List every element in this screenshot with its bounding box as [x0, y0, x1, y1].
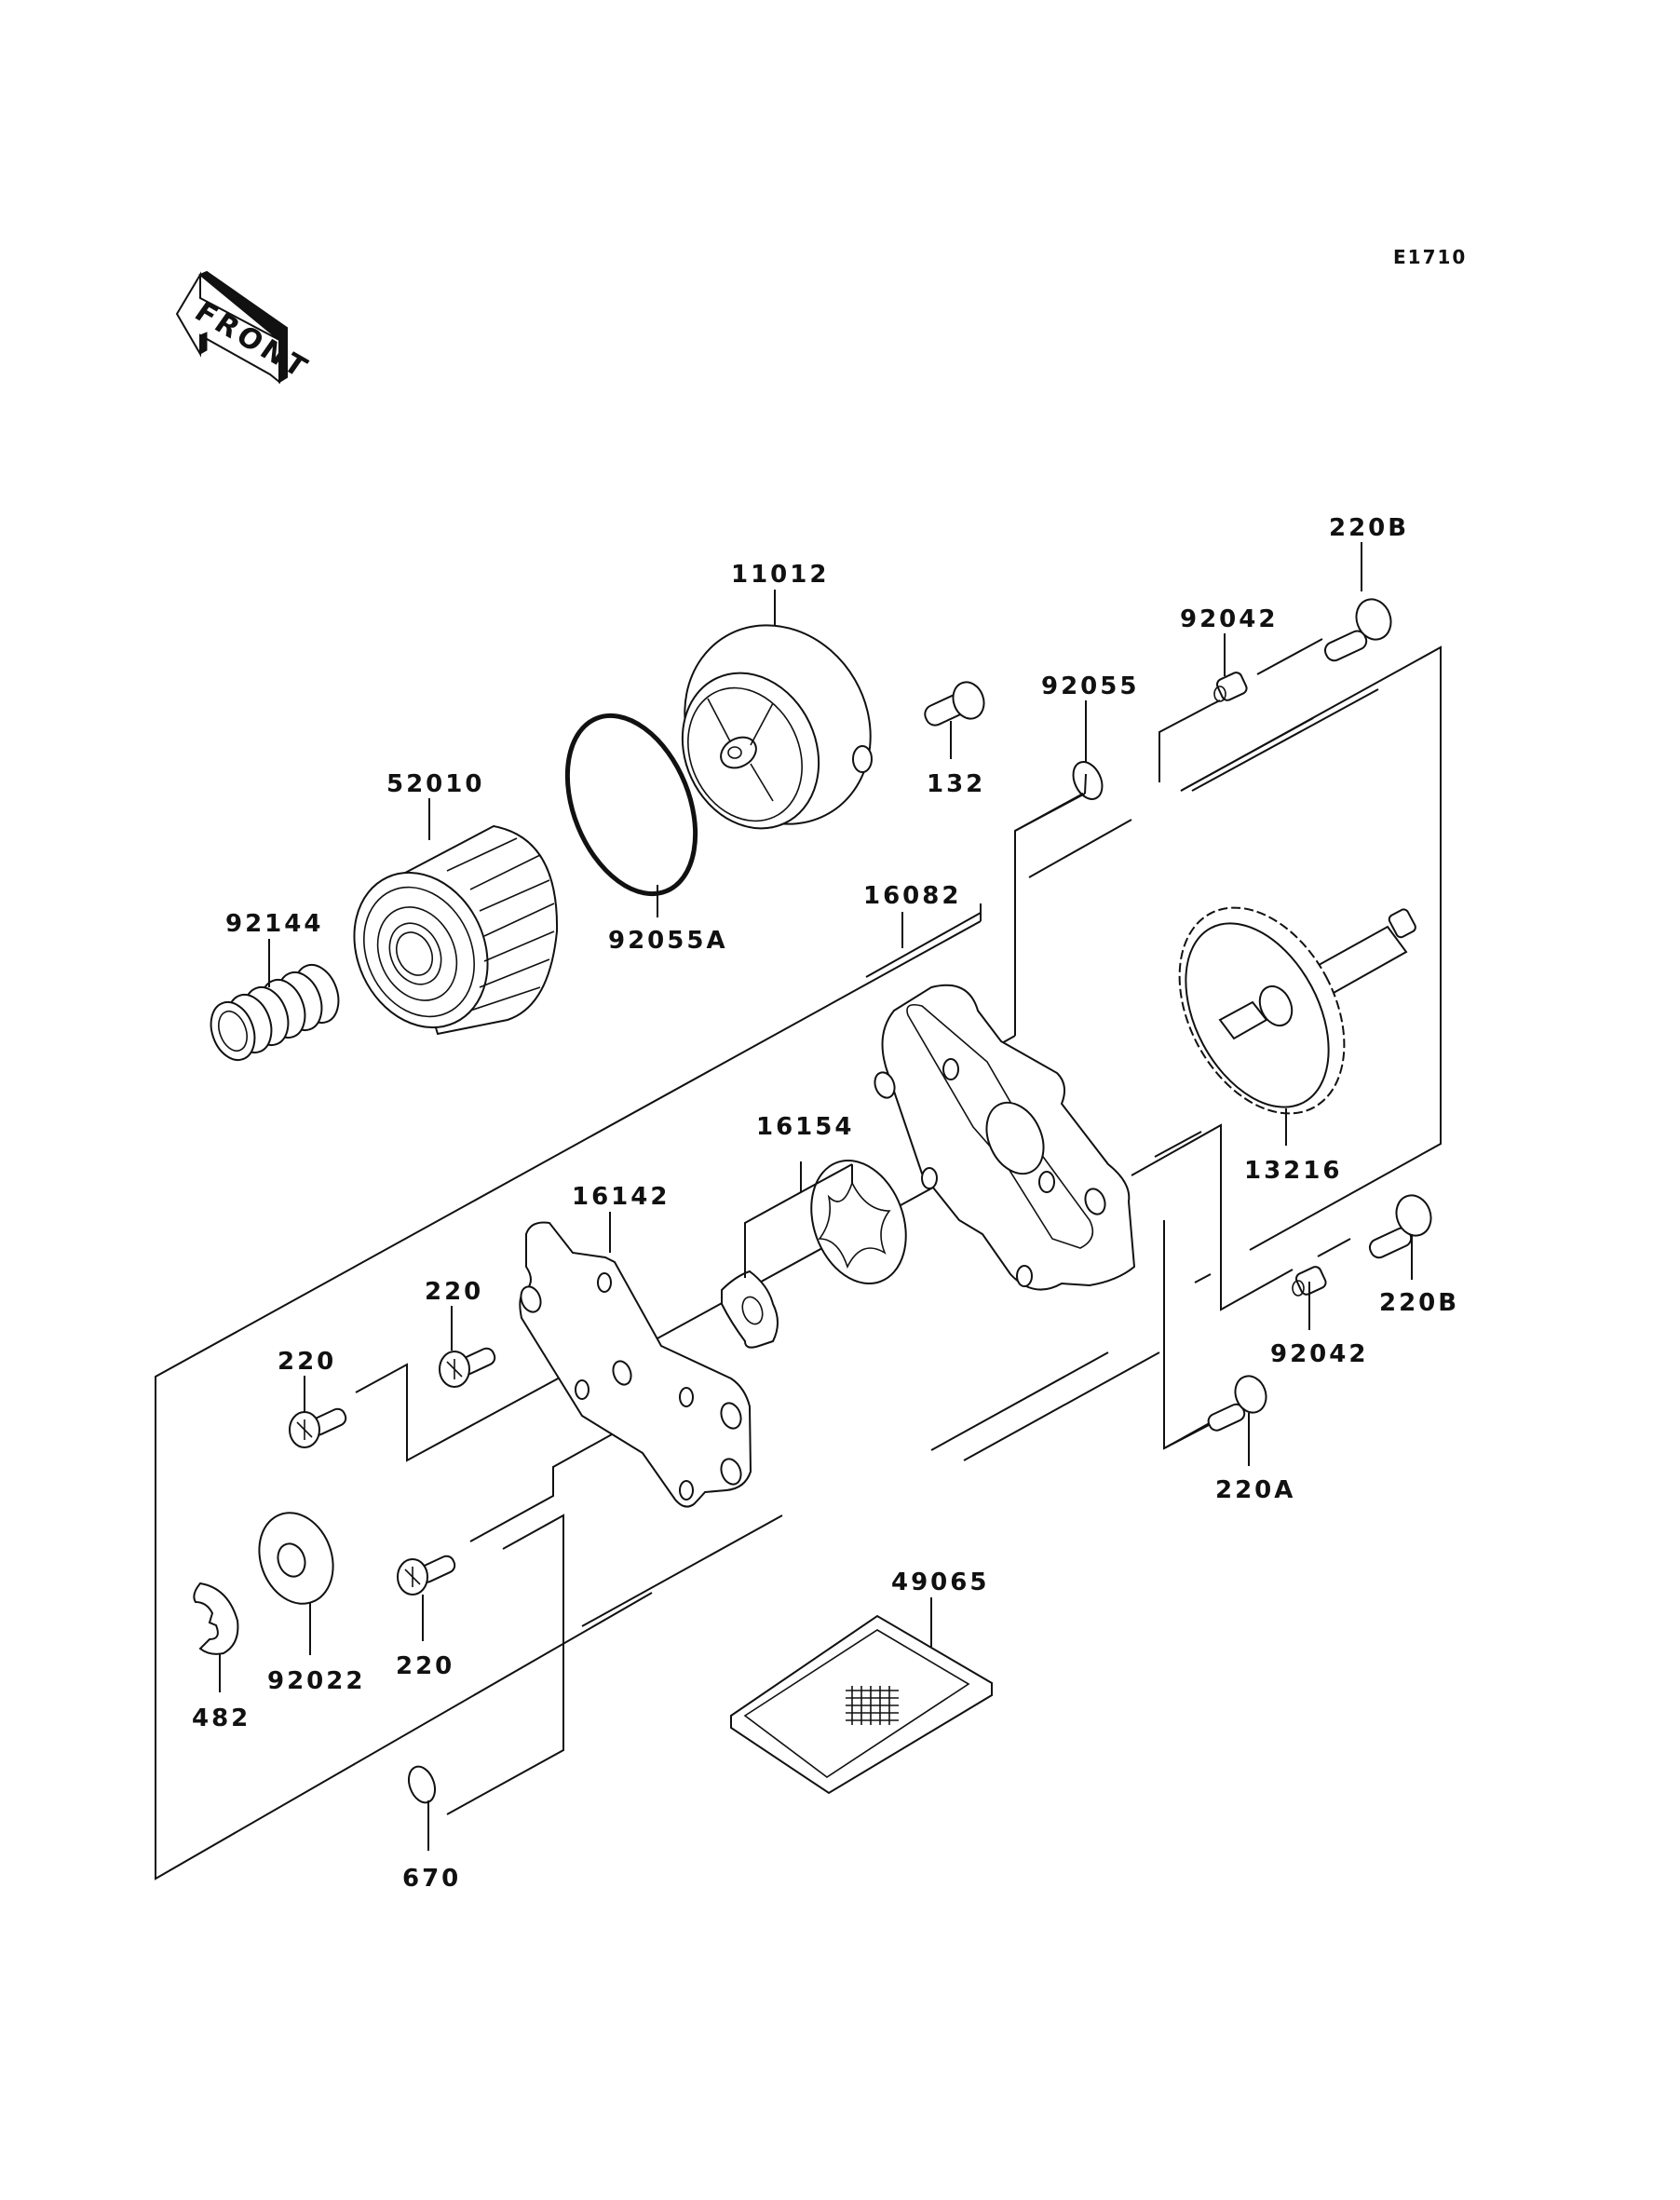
part-220-screw-lower	[397, 1555, 456, 1596]
part-220B-bolt-bottom	[1368, 1194, 1432, 1259]
part-92055-o-ring	[1072, 761, 1104, 800]
part-482-e-clip	[193, 1582, 239, 1655]
callout-16142: 16142	[572, 1183, 670, 1211]
callout-482: 482	[192, 1704, 251, 1732]
callout-220-lower: 220	[396, 1652, 454, 1680]
callout-92042-bottom: 92042	[1270, 1340, 1368, 1368]
callout-92055A: 92055A	[608, 927, 728, 955]
part-220-screw-upper	[439, 1347, 496, 1388]
part-52010-oil-filter	[353, 824, 559, 1036]
callout-92042-top: 92042	[1180, 605, 1278, 633]
part-11012-filter-cover	[681, 624, 873, 830]
callout-132: 132	[927, 770, 985, 798]
part-220-screw-left	[289, 1407, 347, 1448]
callout-670: 670	[402, 1865, 461, 1893]
part-92042-collar-bottom	[1292, 1266, 1327, 1297]
part-49065-oil-screen	[730, 1614, 993, 1795]
front-arrow-icon: FRONT	[175, 270, 316, 386]
callout-52010: 52010	[386, 770, 484, 798]
part-16154-rotor-set	[721, 1160, 907, 1349]
callout-11012: 11012	[731, 561, 829, 589]
callout-220B-top: 220B	[1329, 514, 1409, 542]
callout-220-left: 220	[278, 1348, 336, 1376]
callout-220-upper: 220	[425, 1278, 483, 1306]
part-16142-cover-plate	[519, 1221, 752, 1508]
part-132-bolt	[924, 681, 985, 727]
callout-49065: 49065	[891, 1569, 989, 1596]
callout-13216: 13216	[1244, 1157, 1342, 1185]
callout-220B-bottom: 220B	[1379, 1289, 1459, 1317]
part-92042-collar-top	[1213, 672, 1248, 702]
callout-16154: 16154	[756, 1113, 854, 1141]
part-92022-washer	[258, 1512, 334, 1605]
part-13216-gear-shaft	[1178, 906, 1416, 1115]
part-670-o-ring	[407, 1765, 437, 1804]
callout-92144: 92144	[225, 910, 323, 938]
part-92055A-o-ring	[564, 713, 698, 897]
part-16082-pump-body	[874, 984, 1136, 1291]
part-92144-spring	[210, 964, 340, 1061]
callout-92055: 92055	[1041, 672, 1139, 700]
part-220B-bolt-top	[1323, 598, 1392, 662]
callout-16082: 16082	[863, 882, 961, 910]
callout-220A: 220A	[1215, 1476, 1295, 1504]
assembly-guide-lines	[155, 638, 1442, 1881]
callout-92022: 92022	[267, 1667, 365, 1695]
part-220A-bolt	[1207, 1375, 1267, 1432]
diagram-code: E1710	[1393, 246, 1467, 268]
